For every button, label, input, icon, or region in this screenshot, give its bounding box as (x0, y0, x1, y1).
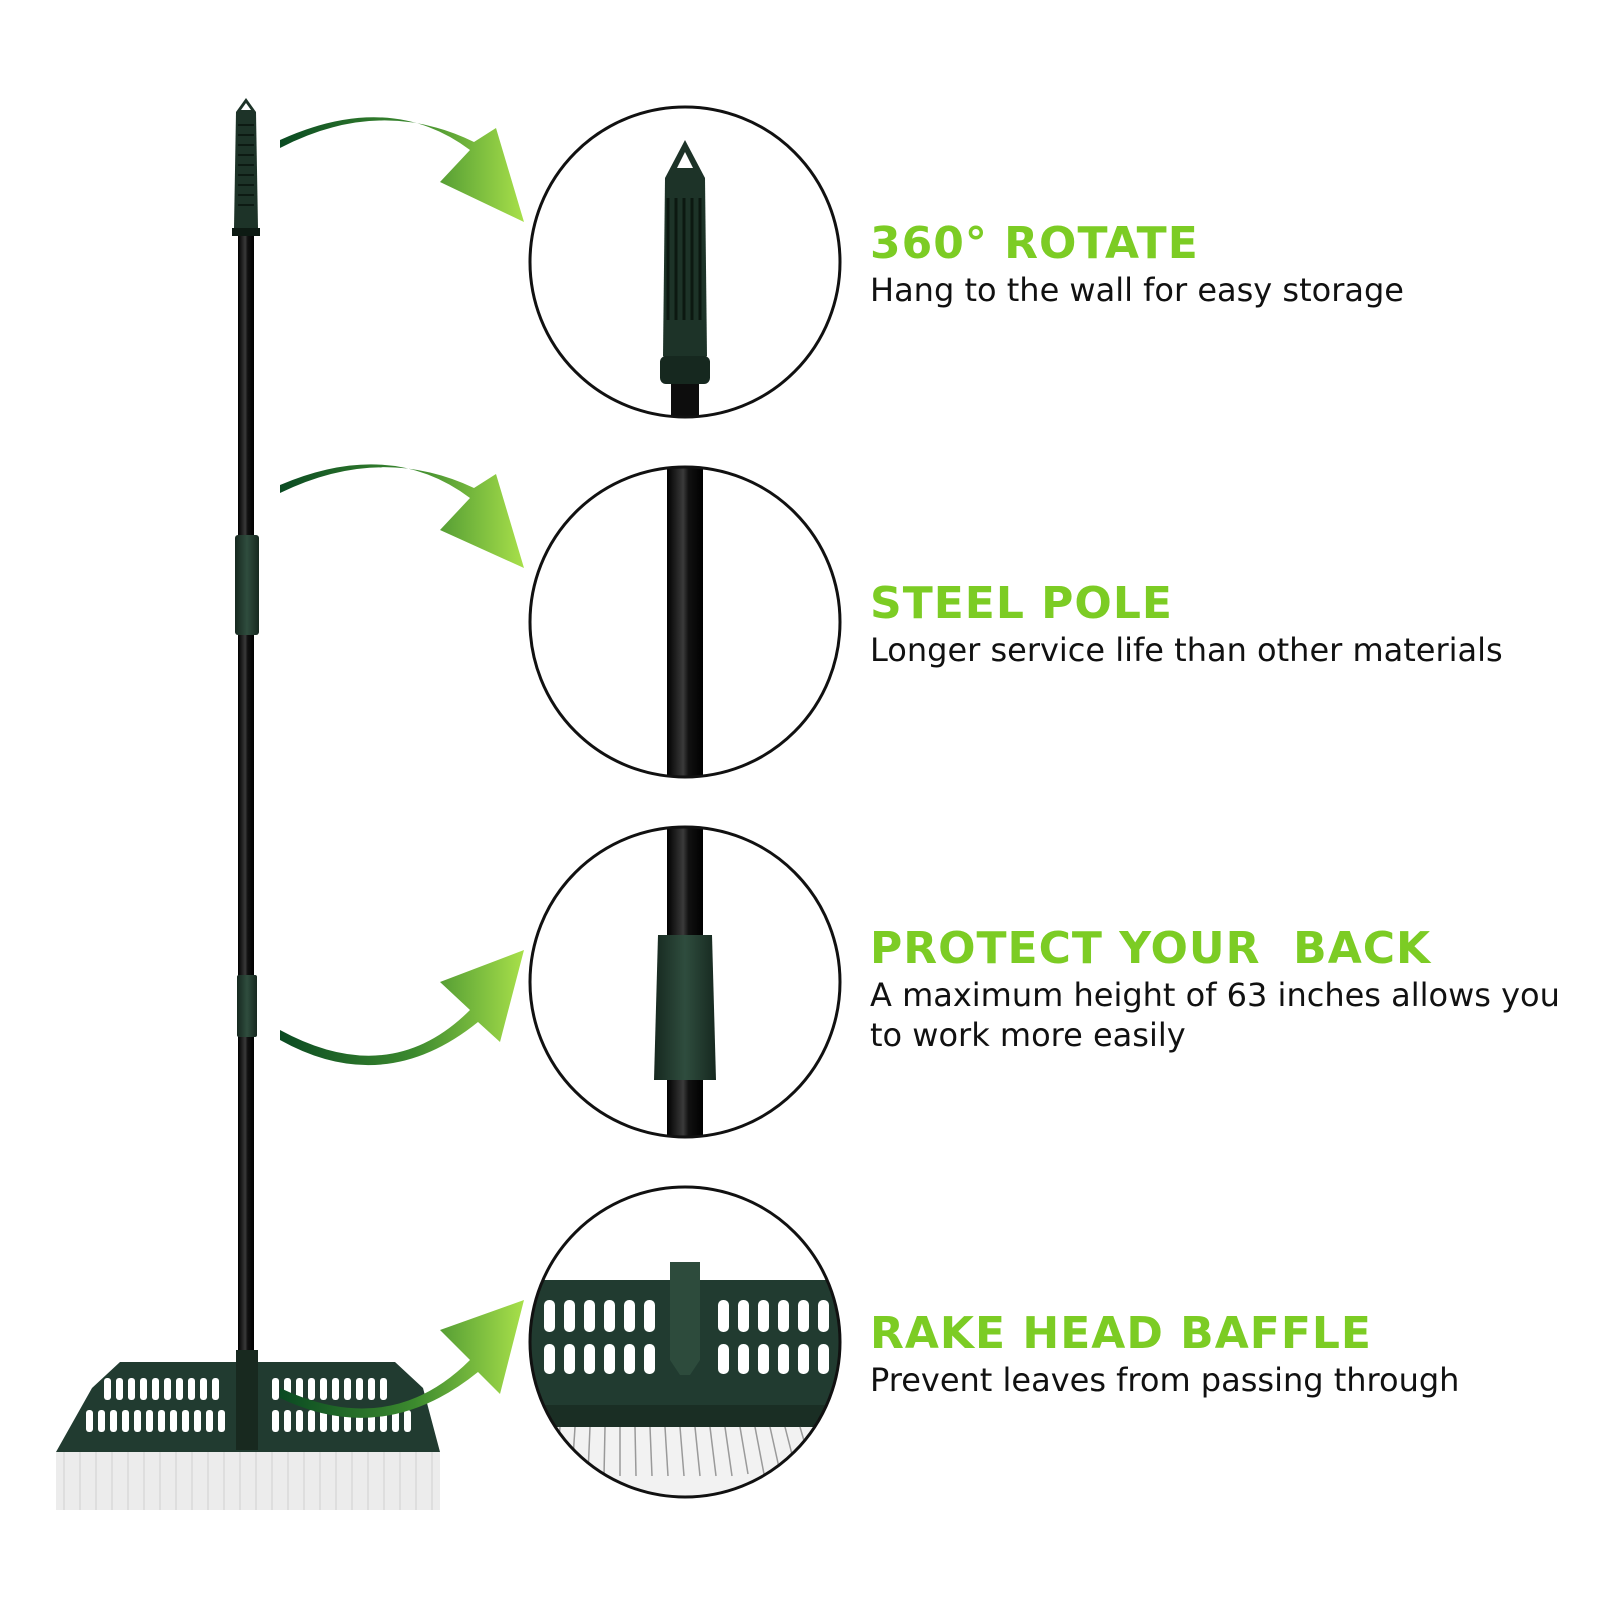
feature-rake-head-baffle: RAKE HEAD BAFFLE Prevent leaves from pas… (870, 1310, 1570, 1400)
feature-description: A maximum height of 63 inches allows you… (870, 976, 1560, 1054)
feature-description: Prevent leaves from passing through (870, 1361, 1460, 1399)
feature-description: Hang to the wall for easy storage (870, 271, 1404, 309)
arrow-icon (280, 464, 524, 568)
arrow-icon (280, 117, 524, 222)
joint-closeup-icon (528, 825, 842, 1139)
pole-icon (238, 236, 254, 1356)
handle-grip-icon (234, 98, 258, 228)
bristles-icon (56, 1452, 440, 1510)
pole-closeup-icon (528, 465, 842, 779)
rake-full-view (56, 98, 440, 1510)
feature-title: STEEL POLE (870, 578, 1173, 629)
feature-protect-back: PROTECT YOUR BACK A maximum height of 63… (870, 925, 1570, 1055)
joint-sleeve-icon (237, 975, 257, 1037)
mid-grip-icon (235, 535, 259, 635)
arrow-icon (280, 1300, 524, 1418)
handle-closeup-icon (528, 105, 842, 419)
feature-title: 360° ROTATE (870, 218, 1199, 269)
rake-head-closeup-icon (528, 1185, 842, 1499)
feature-steel-pole: STEEL POLE Longer service life than othe… (870, 580, 1570, 670)
feature-title: PROTECT YOUR BACK (870, 923, 1432, 974)
arrow-icon (280, 950, 524, 1066)
feature-rotate: 360° ROTATE Hang to the wall for easy st… (870, 220, 1570, 310)
feature-description: Longer service life than other materials (870, 631, 1503, 669)
feature-title: RAKE HEAD BAFFLE (870, 1308, 1372, 1359)
